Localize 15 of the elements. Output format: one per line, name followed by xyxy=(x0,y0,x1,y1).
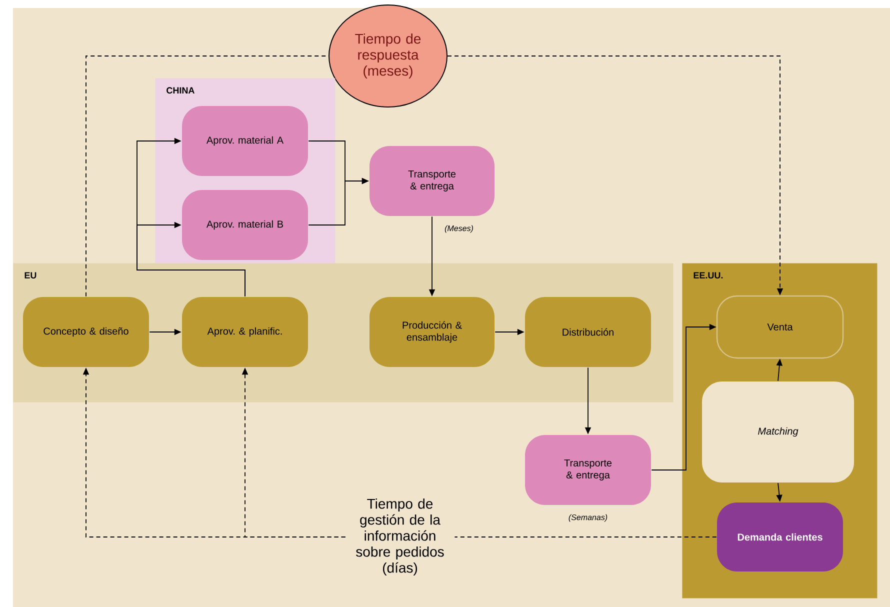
process-box: Concepto & diseño xyxy=(23,297,149,367)
process-box: Transporte & entrega xyxy=(525,435,652,505)
process-box: Venta xyxy=(716,295,844,359)
process-box: Matching xyxy=(702,382,854,482)
arrow xyxy=(136,222,246,297)
process-box: Aprov. material A xyxy=(182,106,308,176)
duration-label: (Meses) xyxy=(444,225,473,233)
process-box: Demanda clientes xyxy=(717,502,844,572)
process-box: Aprov. & planific. xyxy=(182,297,308,367)
process-box: Producción & ensamblaje xyxy=(370,297,494,367)
process-box: Aprov. material B xyxy=(182,190,308,260)
duration-label: (Semanas) xyxy=(568,514,608,522)
process-box: Transporte & entrega xyxy=(370,146,494,216)
process-box: Distribución xyxy=(525,297,652,367)
annotation-text: Tiempo de gestión de la información sobre pedidos (días) xyxy=(356,498,444,576)
